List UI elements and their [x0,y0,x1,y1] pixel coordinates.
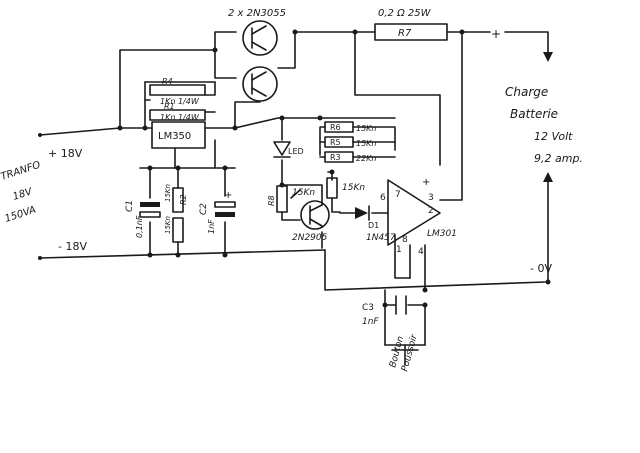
led-label: LED [288,147,304,156]
pot-15k-value: 15Kn [342,183,365,193]
p1-value: 15Kn [164,184,172,202]
r7-value: 0,2 Ω 25W [378,8,432,19]
output-plus: + [491,27,501,41]
r4-ref: R4 [162,77,173,86]
regulator-ref: LM350 [158,131,191,142]
transistors-top-label: 2 x 2N3055 [228,8,286,19]
load-line-3: 12 Volt [534,130,573,143]
resistor-r1: R1 1Kn 1/4W [149,102,206,122]
p2-value: 15Kn [164,216,172,234]
transistor-2n2905-label: 2N2905 [292,233,328,243]
c1-ref: C1 [125,200,135,212]
r5-value: 15Kn [356,139,377,148]
r1-value: 1Kn 1/4W [160,113,200,122]
r4-value: 1Kn 1/4W [160,97,200,106]
c1-value: 0,1nF [135,215,144,238]
load-line-4: 9,2 amp. [534,152,583,165]
capacitor-c2: C2 1nF + [199,190,236,234]
load-line-2: Batterie [510,107,558,121]
c3-ref: C3 [362,303,374,313]
output-minus: - 0V [530,262,552,275]
c3-value: 1nF [362,317,379,327]
c2-value: 1nF [207,219,216,234]
c2-plus: + [224,190,232,201]
output-arrow-up [543,172,553,182]
r1-ref: R1 [164,102,175,111]
p1-ref: R2 [179,194,188,205]
capacitor-c3: C3 1nF [362,295,407,327]
output-arrow-down [543,52,553,62]
power-transistor-bottom [242,66,278,102]
opamp-lm301: 6 7 3 2 8 1 4 + LM301 [380,177,457,257]
diode-ref: D1 [368,221,379,230]
opamp-pin-3: 3 [428,193,434,203]
power-transistor-top [242,20,278,56]
r7-ref: R7 [398,28,412,39]
load-label: Charge Batterie 12 Volt 9,2 amp. [505,85,583,165]
pot-p2: R8 15Kn [267,185,315,213]
opamp-pin-2: 2 [428,206,434,216]
r5-ref: R5 [330,138,341,147]
opamp-pin-1: 1 [396,245,402,255]
regulator-lm350: LM350 [151,121,206,149]
p2-ref: R8 [267,195,276,206]
diode-d1: D1 1N457 [355,205,396,243]
transformer-label: TRANFO 18V 150VA [0,160,42,225]
wiring [39,31,549,366]
r7-resistor: R7 [374,23,448,41]
opamp-pin-6: 6 [380,193,386,203]
diode-type: 1N457 [366,233,396,243]
push-button: Bouton Poussoir [388,332,420,372]
opamp-pin-8: 8 [402,235,408,245]
input-plus-label: + 18V [48,147,83,160]
r3-value: 22Kn [356,154,377,163]
r3-ref: R3 [330,153,341,162]
input-minus-label: - 18V [58,240,87,253]
transistor-2n2905: 2N2905 [292,200,330,243]
capacitor-c1: C1 0,1nF [125,200,161,238]
r6-ref: R6 [330,123,341,132]
led: LED [273,141,304,158]
output-minus-node [545,279,551,285]
transfo-line-2: 18V [12,186,35,203]
resistor-bank: R6 R5 R3 15Kn 15Kn 22Kn [319,121,396,163]
load-line-1: Charge [505,85,548,99]
transfo-line-1: TRANFO [0,160,42,183]
opamp-plus: + [422,177,430,188]
pot-15k: 15Kn [326,177,365,199]
junction-dots [38,29,465,308]
transfo-line-3: 150VA [4,204,38,224]
c2-ref: C2 [199,203,209,215]
pot-p1: R2 15Kn 15Kn [164,184,188,243]
opamp-pin-4: 4 [418,247,424,257]
p2-val: 15Kn [292,188,315,198]
r6-value: 15Kn [356,124,377,133]
opamp-pin-7: 7 [395,190,401,200]
opamp-ref: LM301 [427,229,457,239]
resistor-r4: R4 1Kn 1/4W [149,77,206,106]
